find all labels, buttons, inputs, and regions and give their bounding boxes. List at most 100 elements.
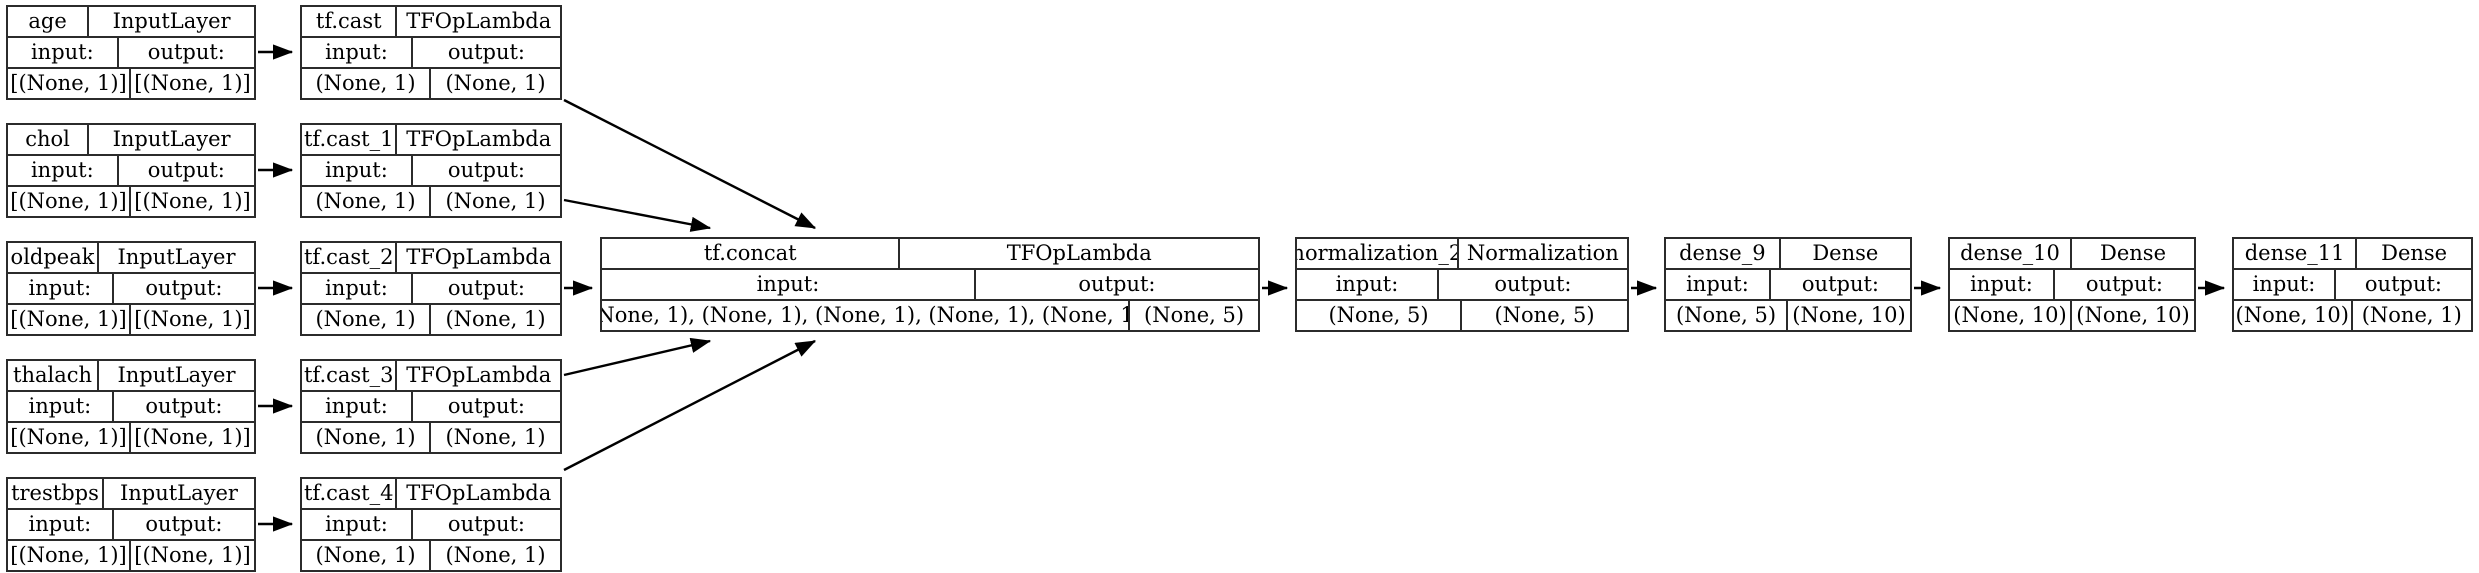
node-shape-row: [(None, 1)][(None, 1)]	[8, 305, 254, 334]
node-output-shape: (None, 1)	[445, 189, 546, 213]
node-io-label-row: input:output:	[1950, 270, 2194, 301]
node-output-label: output:	[145, 512, 223, 536]
node-output-label: output:	[2364, 272, 2442, 296]
node-output-label: output:	[1494, 272, 1572, 296]
node-shape-row: (None, 10) (None, 1)	[2234, 301, 2471, 330]
node-output-shape: [(None, 1)]	[134, 189, 251, 213]
node-layer-name: dense_9	[1666, 239, 1781, 268]
node-io-label-row: input:output:	[302, 274, 560, 305]
node-output-shape: (None, 1)	[445, 425, 546, 449]
node-class-name: InputLayer	[119, 481, 238, 505]
node-shape-row: (None, 1)(None, 1)	[302, 187, 560, 216]
node-layer-name: dense_10	[1950, 239, 2072, 268]
node-input-label: input:	[302, 510, 413, 539]
node-output-shape: (None, 10)	[1792, 303, 1906, 327]
node-class-name: InputLayer	[112, 127, 231, 151]
node-io-label-row: input:output:	[302, 392, 560, 423]
node-input-shape: [(None, 1)]	[8, 305, 131, 334]
node-shape-row: (None, 10)(None, 10)	[1950, 301, 2194, 330]
node-io-label-row: input:output:	[8, 392, 254, 423]
node-class-name: TFOpLambda	[1006, 241, 1152, 265]
node-io-label-row: input:output:	[8, 38, 254, 69]
node-output-label: output:	[147, 158, 225, 182]
node-input-label: input:	[602, 270, 976, 299]
node-shape-row: [(None, 1)][(None, 1)]	[8, 541, 254, 570]
node-header-row: trestbps InputLayer	[8, 479, 254, 510]
node-class-name: Dense	[1812, 241, 1879, 265]
node-input-shape: (None, 10)	[2234, 301, 2353, 330]
node-io-label-row: input: output:	[8, 156, 254, 187]
node-input-shape: (None, 1)	[302, 69, 431, 98]
node-output-shape: [(None, 1)]	[134, 71, 251, 95]
edge-tf_cast_1-to-tf_concat	[563, 198, 712, 232]
node-output-label: output:	[447, 276, 526, 300]
node-input-shape: [(None, 1)]	[8, 423, 131, 452]
node-io-label-row: input:output:	[1666, 270, 1910, 301]
node-header-row: tf.cast_1 TFOpLambda	[302, 125, 560, 156]
node-shape-row: [(None, 1), (None, 1), (None, 1), (None,…	[602, 301, 1258, 330]
node-chol[interactable]: chol InputLayer input: output: [(None, 1)][(…	[6, 123, 256, 218]
node-layer-name: normalization_2	[1297, 239, 1459, 268]
node-shape-row: (None, 1)(None, 1)	[302, 305, 560, 334]
node-class-name: TFOpLambda	[406, 127, 552, 151]
node-class-name: Dense	[2381, 241, 2448, 265]
node-layer-name: age	[8, 7, 90, 36]
node-class-name: TFOpLambda	[406, 481, 552, 505]
node-shape-row: (None, 1)(None, 1)	[302, 541, 560, 570]
node-io-label-row: input:output:	[1297, 270, 1627, 301]
node-layer-name: dense_11	[2234, 239, 2358, 268]
node-input-shape: [(None, 1)]	[8, 187, 131, 216]
node-layer-name: chol	[8, 125, 90, 154]
node-io-label-row: input: output:	[8, 274, 254, 305]
node-class-name: TFOpLambda	[406, 9, 552, 33]
node-io-label-row: input:output:	[302, 38, 560, 69]
node-tf_cast_2[interactable]: tf.cast_2 TFOpLambda input:output:(None, 1…	[300, 241, 562, 336]
node-input-label: input:	[8, 274, 114, 303]
node-input-label: input:	[302, 38, 413, 67]
node-header-row: chol InputLayer	[8, 125, 254, 156]
node-input-label: input:	[8, 510, 114, 539]
node-header-row: age InputLayer	[8, 7, 254, 38]
node-output-shape: [(None, 1)]	[134, 543, 251, 567]
node-age[interactable]: age InputLayer input:output:[(None, 1)][(N…	[6, 5, 256, 100]
node-input-shape: [(None, 1)]	[8, 69, 131, 98]
node-output-label: output:	[145, 276, 223, 300]
node-input-label: input:	[8, 156, 119, 185]
node-output-shape: [(None, 1)]	[134, 307, 251, 331]
node-layer-name: tf.cast_1	[302, 125, 398, 154]
node-output-label: output:	[447, 158, 526, 182]
node-class-name: TFOpLambda	[406, 245, 552, 269]
node-shape-row: (None, 1) (None, 1)	[302, 69, 560, 98]
node-output-label: output:	[1801, 272, 1879, 296]
node-input-label: input:	[8, 38, 119, 67]
node-class-name: InputLayer	[112, 9, 231, 33]
node-layer-name: trestbps	[8, 479, 104, 508]
node-layer-name: oldpeak	[8, 243, 100, 272]
node-input-shape: (None, 1)	[302, 305, 431, 334]
node-output-shape: (None, 5)	[1494, 303, 1595, 327]
node-output-shape: (None, 1)	[2361, 303, 2462, 327]
node-shape-row: (None, 5)(None, 5)	[1297, 301, 1627, 330]
node-output-shape: (None, 1)	[445, 71, 546, 95]
node-input-shape: [(None, 1)]	[8, 541, 131, 570]
node-header-row: dense_11 Dense	[2234, 239, 2471, 270]
node-io-label-row: input:output:	[2234, 270, 2471, 301]
node-layer-name: tf.cast_2	[302, 243, 398, 272]
node-layer-name: tf.cast_3	[302, 361, 398, 390]
edge-tf_cast_4-to-tf_concat	[563, 339, 817, 472]
